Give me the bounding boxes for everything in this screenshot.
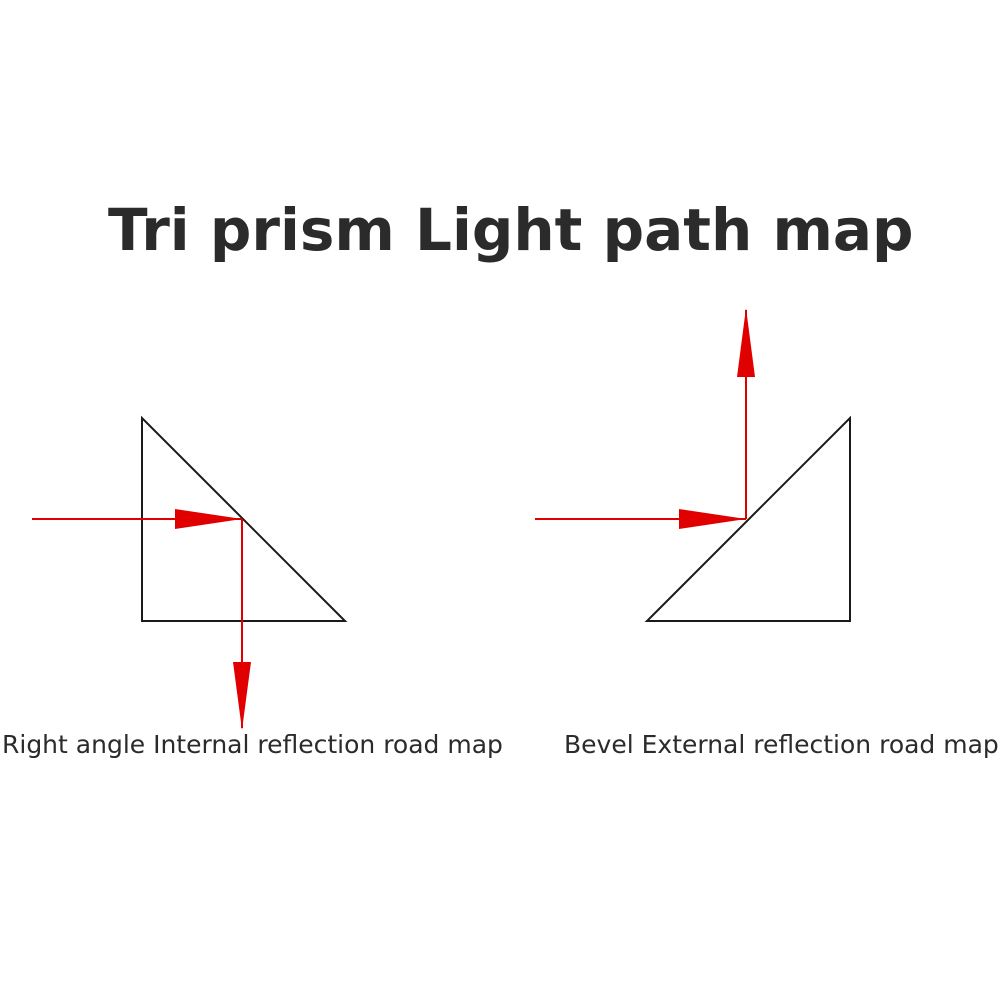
incident-arrowhead-right bbox=[679, 509, 746, 529]
bevel-prism-outline bbox=[644, 415, 851, 622]
page-title: Tri prism Light path map bbox=[108, 196, 914, 264]
external-reflection-diagram bbox=[535, 308, 851, 622]
internal-reflection-caption: Right angle Internal reflection road map bbox=[2, 730, 503, 759]
external-reflection-caption: Bevel External reflection road map bbox=[564, 730, 999, 759]
internal-reflection-diagram bbox=[32, 415, 348, 730]
incident-arrowhead-left bbox=[175, 509, 242, 529]
reflected-arrowhead-up bbox=[737, 308, 755, 377]
reflected-arrowhead-down bbox=[233, 662, 251, 730]
